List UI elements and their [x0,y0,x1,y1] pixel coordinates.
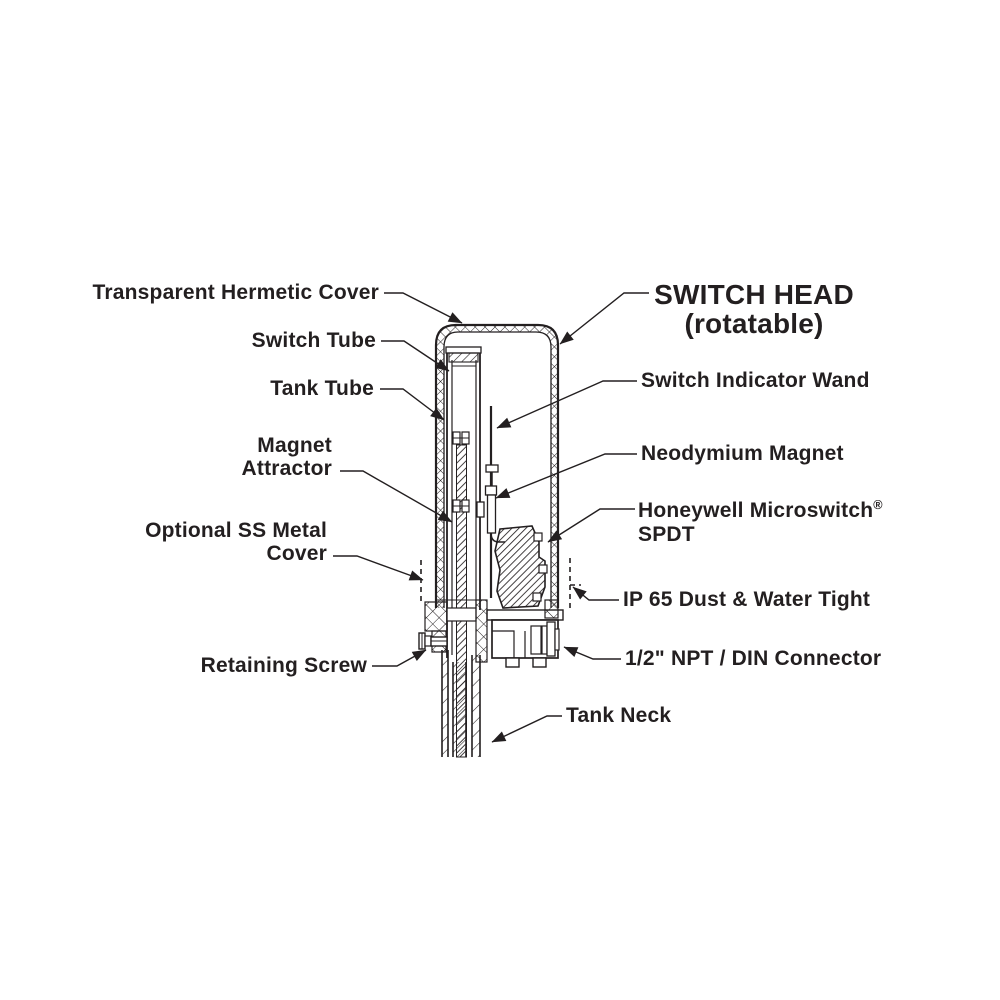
label-honeywell-microswitch-line1: Honeywell Microswitch® [638,498,883,522]
label-tank-tube: Tank Tube [270,377,374,400]
leader-ip65 [572,586,619,601]
magnet-attractor-shape [452,431,470,758]
label-switch-head: SWITCH HEAD (rotatable) [647,280,861,338]
label-switch-tube: Switch Tube [251,329,376,352]
label-optional-ss-metal-cover-line1: Optional SS Metal [145,519,327,542]
label-tank-neck: Tank Neck [566,704,672,727]
registered-trademark-symbol: ® [873,498,883,512]
leader-lines [333,292,649,743]
leader-tank-tube [380,388,445,421]
leader-retaining-screw [372,649,427,667]
label-switch-indicator-wand: Switch Indicator Wand [641,369,870,392]
leader-tank-neck [491,715,562,743]
leader-switch-indicator-wand [496,380,637,429]
leader-transparent-hermetic-cover [384,292,463,324]
tube-assembly-shape [445,346,482,658]
label-neodymium-magnet: Neodymium Magnet [641,442,844,465]
label-magnet-attractor-line2: Attractor [241,457,332,480]
retaining-screw-shape [418,632,448,650]
label-optional-ss-metal-cover: Optional SS Metal Cover [145,519,327,565]
label-npt-din-connector: 1/2" NPT / DIN Connector [625,647,882,670]
din-connector-shape [491,619,560,668]
label-ip65-dust-water-tight: IP 65 Dust & Water Tight [623,588,871,611]
neodymium-magnet-shape [476,485,505,543]
label-optional-ss-metal-cover-line2: Cover [266,542,327,565]
label-honeywell-microswitch-line2: SPDT [638,523,695,546]
label-magnet-attractor: Magnet Attractor [242,434,332,480]
leader-switch-head [559,292,649,345]
leader-switch-tube [381,340,450,372]
leader-neodymium-magnet [495,453,637,499]
microswitch-shape [494,525,548,609]
tank-neck-shape [441,650,481,757]
leader-magnet-attractor [340,470,453,523]
leader-honeywell-microswitch [547,508,635,543]
label-transparent-hermetic-cover: Transparent Hermetic Cover [92,281,379,304]
label-switch-head-line1: SWITCH HEAD [654,279,854,310]
label-retaining-screw: Retaining Screw [200,654,367,677]
label-switch-head-line2: (rotatable) [684,308,824,339]
label-magnet-attractor-line1: Magnet [257,434,332,457]
leader-npt-din-connector [563,646,621,660]
label-honeywell-microswitch: Honeywell Microswitch® SPDT [638,499,883,547]
leader-optional-ss-metal-cover [333,555,424,581]
